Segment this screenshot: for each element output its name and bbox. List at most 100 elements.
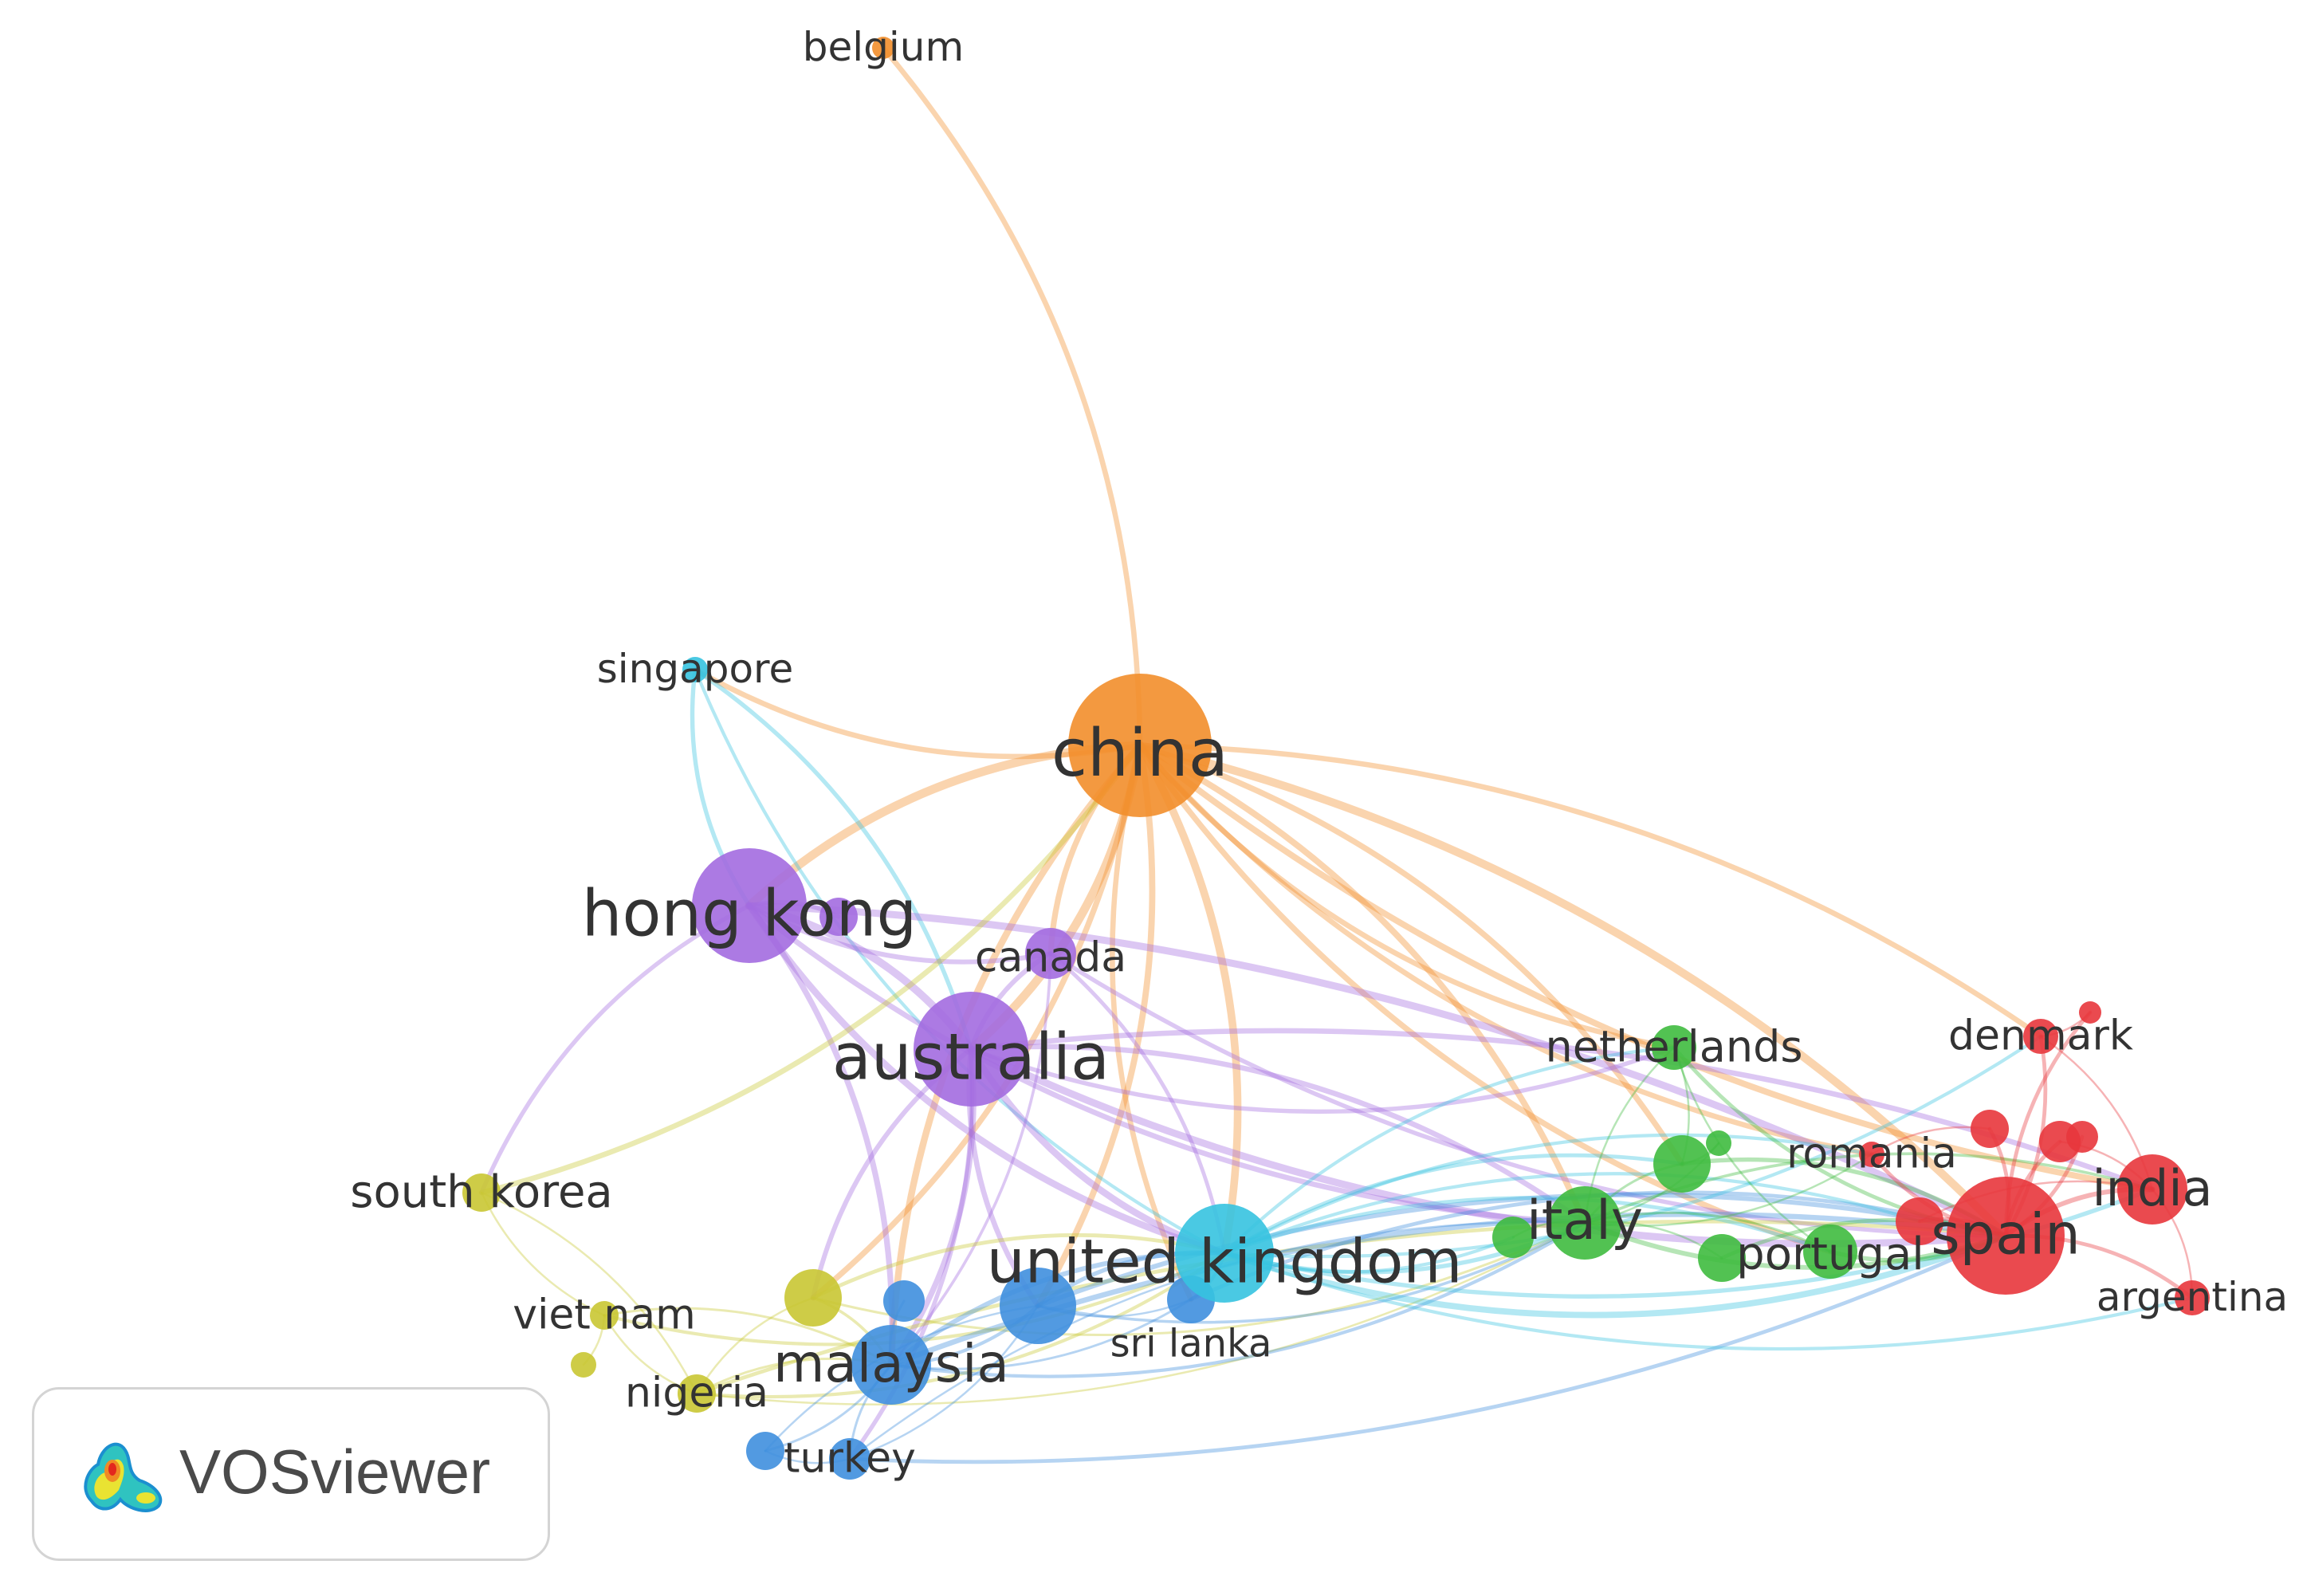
link-united-kingdom-netherlands — [1222, 1045, 1676, 1256]
node-blue-c[interactable] — [746, 1432, 784, 1470]
link-south-korea-viet-nam — [480, 1191, 606, 1317]
node-hong-kong[interactable] — [692, 848, 807, 963]
link-united-kingdom-red-a — [1222, 1172, 1922, 1256]
label-hong-kong: hong kong — [582, 877, 917, 951]
vosviewer-heatmap-logo-icon — [84, 1442, 163, 1512]
link-south-korea-china — [478, 742, 1143, 1196]
node-australia[interactable] — [914, 992, 1028, 1107]
node-denmark[interactable] — [2023, 1019, 2058, 1054]
link-china-united-kingdom — [1136, 741, 1242, 1257]
node-green-d[interactable] — [1698, 1234, 1746, 1282]
link-united-kingdom-portugal — [1222, 1196, 1833, 1256]
link-canada-spain — [1048, 951, 2008, 1238]
label-netherlands: netherlands — [1546, 1021, 1803, 1071]
node-red-d[interactable] — [2066, 1121, 2098, 1153]
link-canada-united-kingdom — [1048, 951, 1227, 1256]
link-united-kingdom-denmark — [1222, 1034, 2043, 1259]
node-china[interactable] — [1068, 674, 1212, 817]
label-china: china — [1051, 716, 1228, 792]
link-south-korea-nigeria — [480, 1191, 698, 1395]
node-india[interactable] — [2117, 1154, 2187, 1225]
label-singapore: singapore — [597, 646, 794, 692]
node-green-a[interactable] — [1492, 1217, 1534, 1258]
link-china-green-b — [1137, 742, 1685, 1167]
link-singapore-united-kingdom — [693, 667, 1227, 1256]
link-china-belgium — [880, 45, 1143, 749]
label-sri-lanka: sri lanka — [1110, 1321, 1272, 1366]
link-united-kingdom-argentina — [1222, 1251, 2195, 1351]
link-hong-kong-italy — [746, 902, 1588, 1226]
node-belgium[interactable] — [872, 37, 894, 59]
label-italy: italy — [1527, 1189, 1643, 1252]
link-italy-romania — [1583, 1153, 1873, 1227]
label-india: india — [2092, 1159, 2212, 1217]
node-romania[interactable] — [1859, 1142, 1884, 1167]
link-hong-kong-united-kingdom — [745, 902, 1228, 1257]
label-portugal: portugal — [1736, 1228, 1924, 1280]
label-spain: spain — [1931, 1201, 2081, 1267]
node-green-c[interactable] — [1706, 1130, 1731, 1156]
label-turkey: turkey — [784, 1435, 916, 1483]
node-blue-a[interactable] — [883, 1280, 925, 1322]
label-canada: canada — [975, 934, 1126, 982]
link-malaysia-sri-lanka — [890, 1298, 1193, 1370]
node-portugal[interactable] — [1803, 1225, 1857, 1279]
node-spain[interactable] — [1947, 1177, 2065, 1295]
link-china-spain — [1135, 741, 2010, 1240]
label-united-kingdom: united kingdom — [987, 1225, 1463, 1296]
node-argentina[interactable] — [2175, 1280, 2210, 1315]
label-argentina: argentina — [2097, 1274, 2288, 1320]
node-blue-b[interactable] — [1000, 1268, 1076, 1344]
link-turkey-spain — [847, 1233, 2008, 1464]
label-romania: romania — [1786, 1130, 1957, 1178]
label-viet-nam: viet nam — [513, 1291, 696, 1339]
link-nigeria-united-kingdom — [694, 1251, 1227, 1399]
node-viet-nam[interactable] — [590, 1301, 619, 1330]
node-malaysia[interactable] — [851, 1325, 931, 1405]
link-china-india — [1137, 742, 2156, 1193]
link-canada-malaysia — [890, 952, 1052, 1366]
link-viet-nam-malaysia — [603, 1307, 893, 1366]
link-china-netherlands — [1137, 742, 1677, 1051]
node-netherlands[interactable] — [1652, 1025, 1696, 1070]
node-hk-sat[interactable] — [819, 898, 858, 936]
link-united-kingdom-italy — [1222, 1221, 1587, 1275]
node-nigeria[interactable] — [678, 1374, 716, 1413]
nodes-layer — [462, 37, 2210, 1480]
link-netherlands-portugal — [1672, 1046, 1832, 1253]
link-united-kingdom-romania — [1222, 1133, 1874, 1256]
link-australia-italy — [968, 1044, 1588, 1226]
node-red-b[interactable] — [1971, 1110, 2009, 1148]
node-singapore[interactable] — [682, 657, 708, 682]
links-layer — [478, 45, 2195, 1464]
node-italy[interactable] — [1548, 1186, 1621, 1260]
label-australia: australia — [832, 1020, 1110, 1095]
link-malaysia-italy — [889, 1221, 1587, 1378]
link-italy-spain — [1582, 1221, 2008, 1270]
link-singapore-australia — [693, 667, 973, 1052]
node-turkey[interactable] — [829, 1438, 870, 1480]
link-china-blue-b — [1035, 742, 1156, 1309]
link-blue-b-italy — [1036, 1221, 1586, 1324]
vosviewer-badge: VOSviewer — [32, 1387, 550, 1561]
node-yellow-a[interactable] — [784, 1269, 842, 1327]
node-canada[interactable] — [1025, 928, 1076, 979]
label-belgium: belgium — [803, 24, 964, 70]
node-yellow-b[interactable] — [571, 1352, 596, 1378]
link-united-kingdom-spain — [1221, 1232, 2009, 1319]
vosviewer-name: VOSviewer — [179, 1437, 491, 1507]
link-china-italy — [1137, 742, 1588, 1226]
node-red-a[interactable] — [1896, 1197, 1943, 1245]
link-yellow-a-united-kingdom — [811, 1232, 1227, 1300]
link-hong-kong-spain — [745, 902, 2010, 1240]
link-china-romania — [1137, 742, 1875, 1158]
link-australia-netherlands — [969, 1045, 1676, 1114]
link-china-portugal — [1137, 742, 1833, 1255]
node-united-kingdom[interactable] — [1175, 1204, 1274, 1303]
labels-layer: belgium china singapore hong kong canada aust… — [350, 24, 2288, 1483]
node-south-korea[interactable] — [462, 1173, 501, 1212]
link-china-sri-lanka — [1110, 742, 1194, 1303]
node-green-b[interactable] — [1653, 1135, 1711, 1193]
node-red-e[interactable] — [2079, 1001, 2101, 1024]
